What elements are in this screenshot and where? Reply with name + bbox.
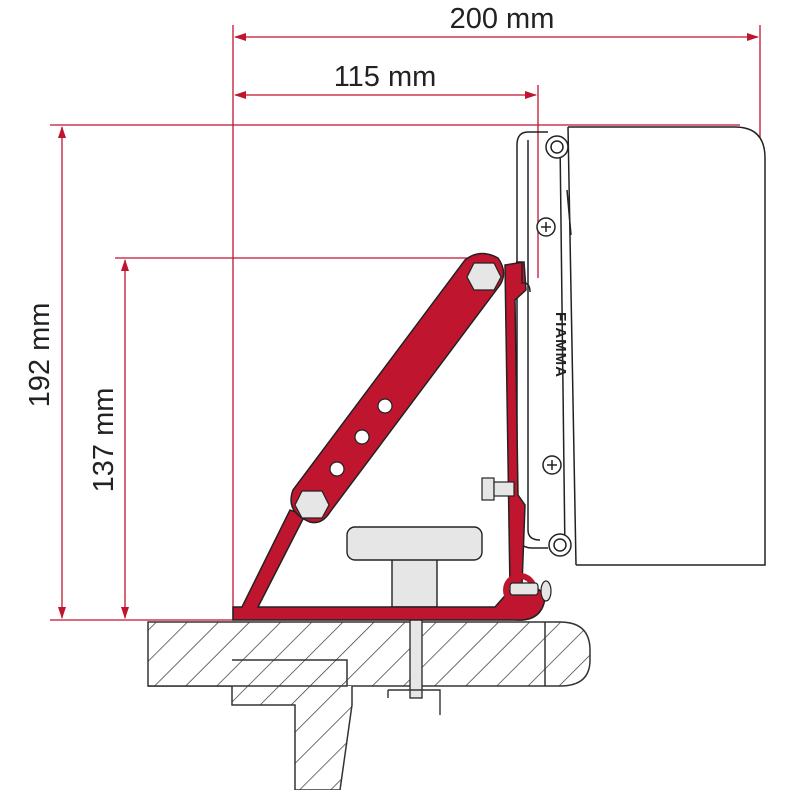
fiamma-logo: FIAMMA [552, 312, 569, 378]
dim-192-label: 192 mm [24, 303, 56, 408]
roof-rail-section [147, 621, 591, 790]
dim-115-label: 115 mm [334, 61, 437, 93]
dim-200-label: 200 mm [450, 3, 555, 35]
dim-137-label: 137 mm [88, 388, 120, 493]
adapter-bracket [232, 252, 546, 621]
clamp-t-block [346, 526, 483, 608]
dimension-lines [50, 25, 761, 621]
hex-nut-icon [294, 262, 552, 602]
awning-cassette [516, 126, 766, 566]
bracket-holes [329, 398, 393, 477]
